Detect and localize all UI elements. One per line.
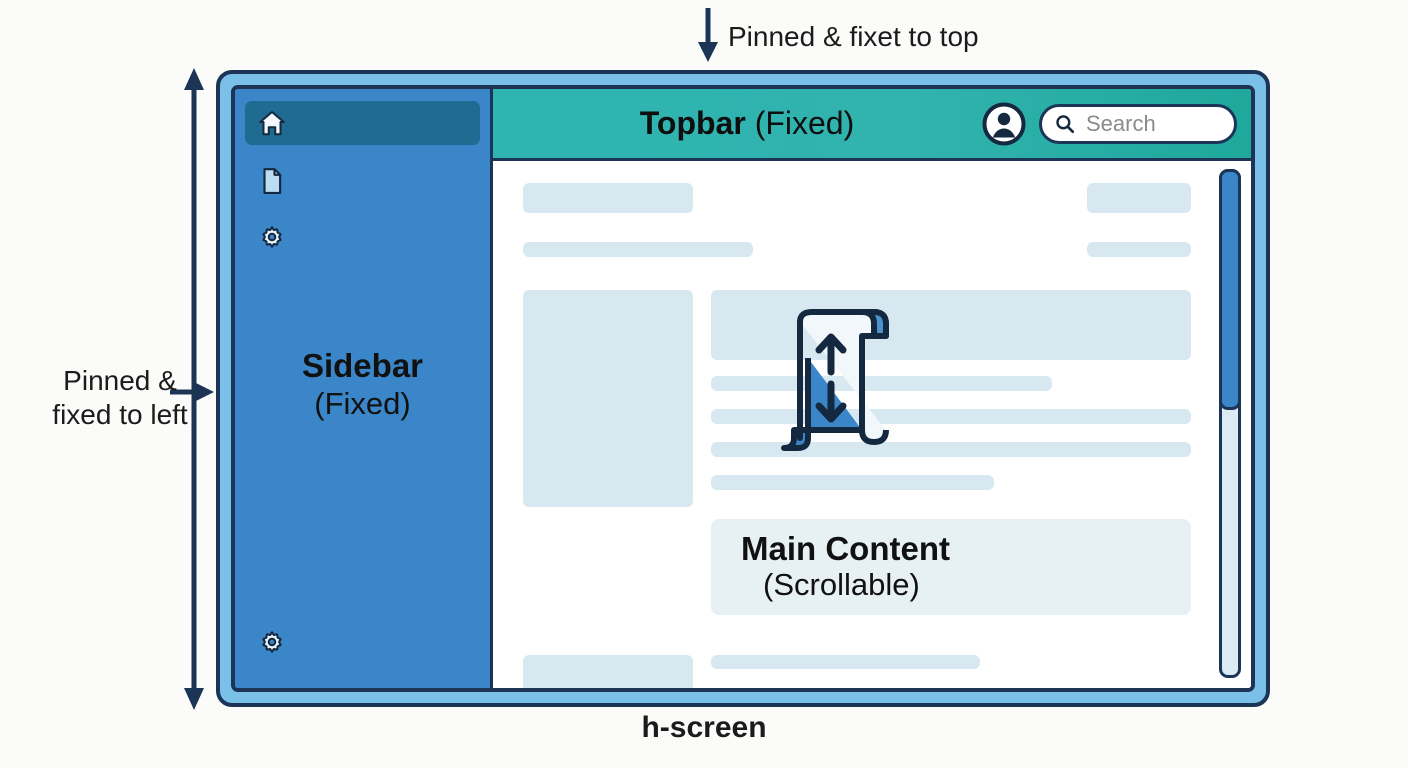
sidebar-title: Sidebar [301, 347, 424, 384]
sidebar-footer [235, 622, 490, 688]
skeleton-line [523, 242, 753, 257]
content-header-right [1087, 183, 1191, 257]
app-window-inner: Sidebar (Fixed) Topb [231, 85, 1255, 692]
app-window-frame: Sidebar (Fixed) Topb [216, 70, 1270, 707]
sidebar-spacer [235, 203, 490, 217]
sidebar-spacer [235, 145, 490, 159]
top-annotation-arrow [698, 8, 718, 62]
main-content[interactable]: Main Content (Scrollable) [493, 161, 1209, 688]
skeleton-card [523, 655, 693, 688]
content-body-left [523, 290, 693, 507]
content-column: Topbar (Fixed) [493, 89, 1251, 688]
h-screen-label: h-screen [641, 711, 767, 744]
main-title-block: Main Content (Scrollable) [711, 519, 1191, 615]
left-annotation-label: Pinned &fixed to left [52, 365, 188, 431]
topbar: Topbar (Fixed) [493, 89, 1251, 161]
skeleton-line [711, 442, 1191, 457]
scrollbar[interactable] [1209, 161, 1251, 688]
content-footer-left [523, 655, 693, 688]
skeleton-line [711, 475, 995, 490]
topbar-title-regular: (Fixed) [754, 105, 855, 141]
main-area: Main Content (Scrollable) [493, 161, 1251, 688]
skeleton-card [523, 290, 693, 507]
sidebar-item-settings[interactable] [245, 217, 480, 261]
main-title: Main Content [741, 530, 950, 568]
document-icon [263, 168, 282, 194]
sidebar-item-documents[interactable] [245, 159, 480, 203]
sidebar: Sidebar (Fixed) [235, 89, 493, 688]
content-body-row [523, 290, 1191, 507]
search-icon [1056, 114, 1075, 133]
content-body-right [711, 290, 1191, 507]
main-subtitle: (Scrollable) [763, 567, 920, 603]
home-icon [259, 111, 285, 136]
skeleton-line [711, 655, 980, 669]
sidebar-item-settings-bottom[interactable] [257, 622, 480, 666]
topbar-title: Topbar (Fixed) [493, 105, 1251, 142]
topbar-actions: Search [982, 102, 1237, 146]
content-footer-right [711, 655, 1191, 688]
skeleton-hero [711, 290, 1191, 360]
search-placeholder: Search [1086, 110, 1156, 136]
content-footer-row [523, 655, 1191, 688]
content-header-left [523, 183, 753, 257]
skeleton-line [711, 376, 1052, 391]
skeleton-line [1087, 242, 1191, 257]
sidebar-title-block: Sidebar (Fixed) [235, 347, 490, 423]
user-avatar-icon[interactable] [982, 102, 1026, 146]
scrollbar-track[interactable] [1219, 169, 1241, 678]
search-input[interactable]: Search [1039, 103, 1237, 144]
sidebar-item-home[interactable] [245, 101, 480, 145]
skeleton-block [1087, 183, 1191, 213]
sidebar-subtitle: (Fixed) [314, 385, 411, 421]
topbar-title-bold: Topbar [639, 105, 746, 141]
content-header-row [523, 183, 1191, 257]
skeleton-block [523, 183, 693, 213]
skeleton-line [711, 409, 1191, 424]
top-annotation-label: Pinned & fixet to top [728, 21, 979, 52]
scrollbar-thumb[interactable] [1219, 169, 1241, 411]
gear-icon [262, 226, 282, 248]
gear-icon [262, 631, 282, 653]
